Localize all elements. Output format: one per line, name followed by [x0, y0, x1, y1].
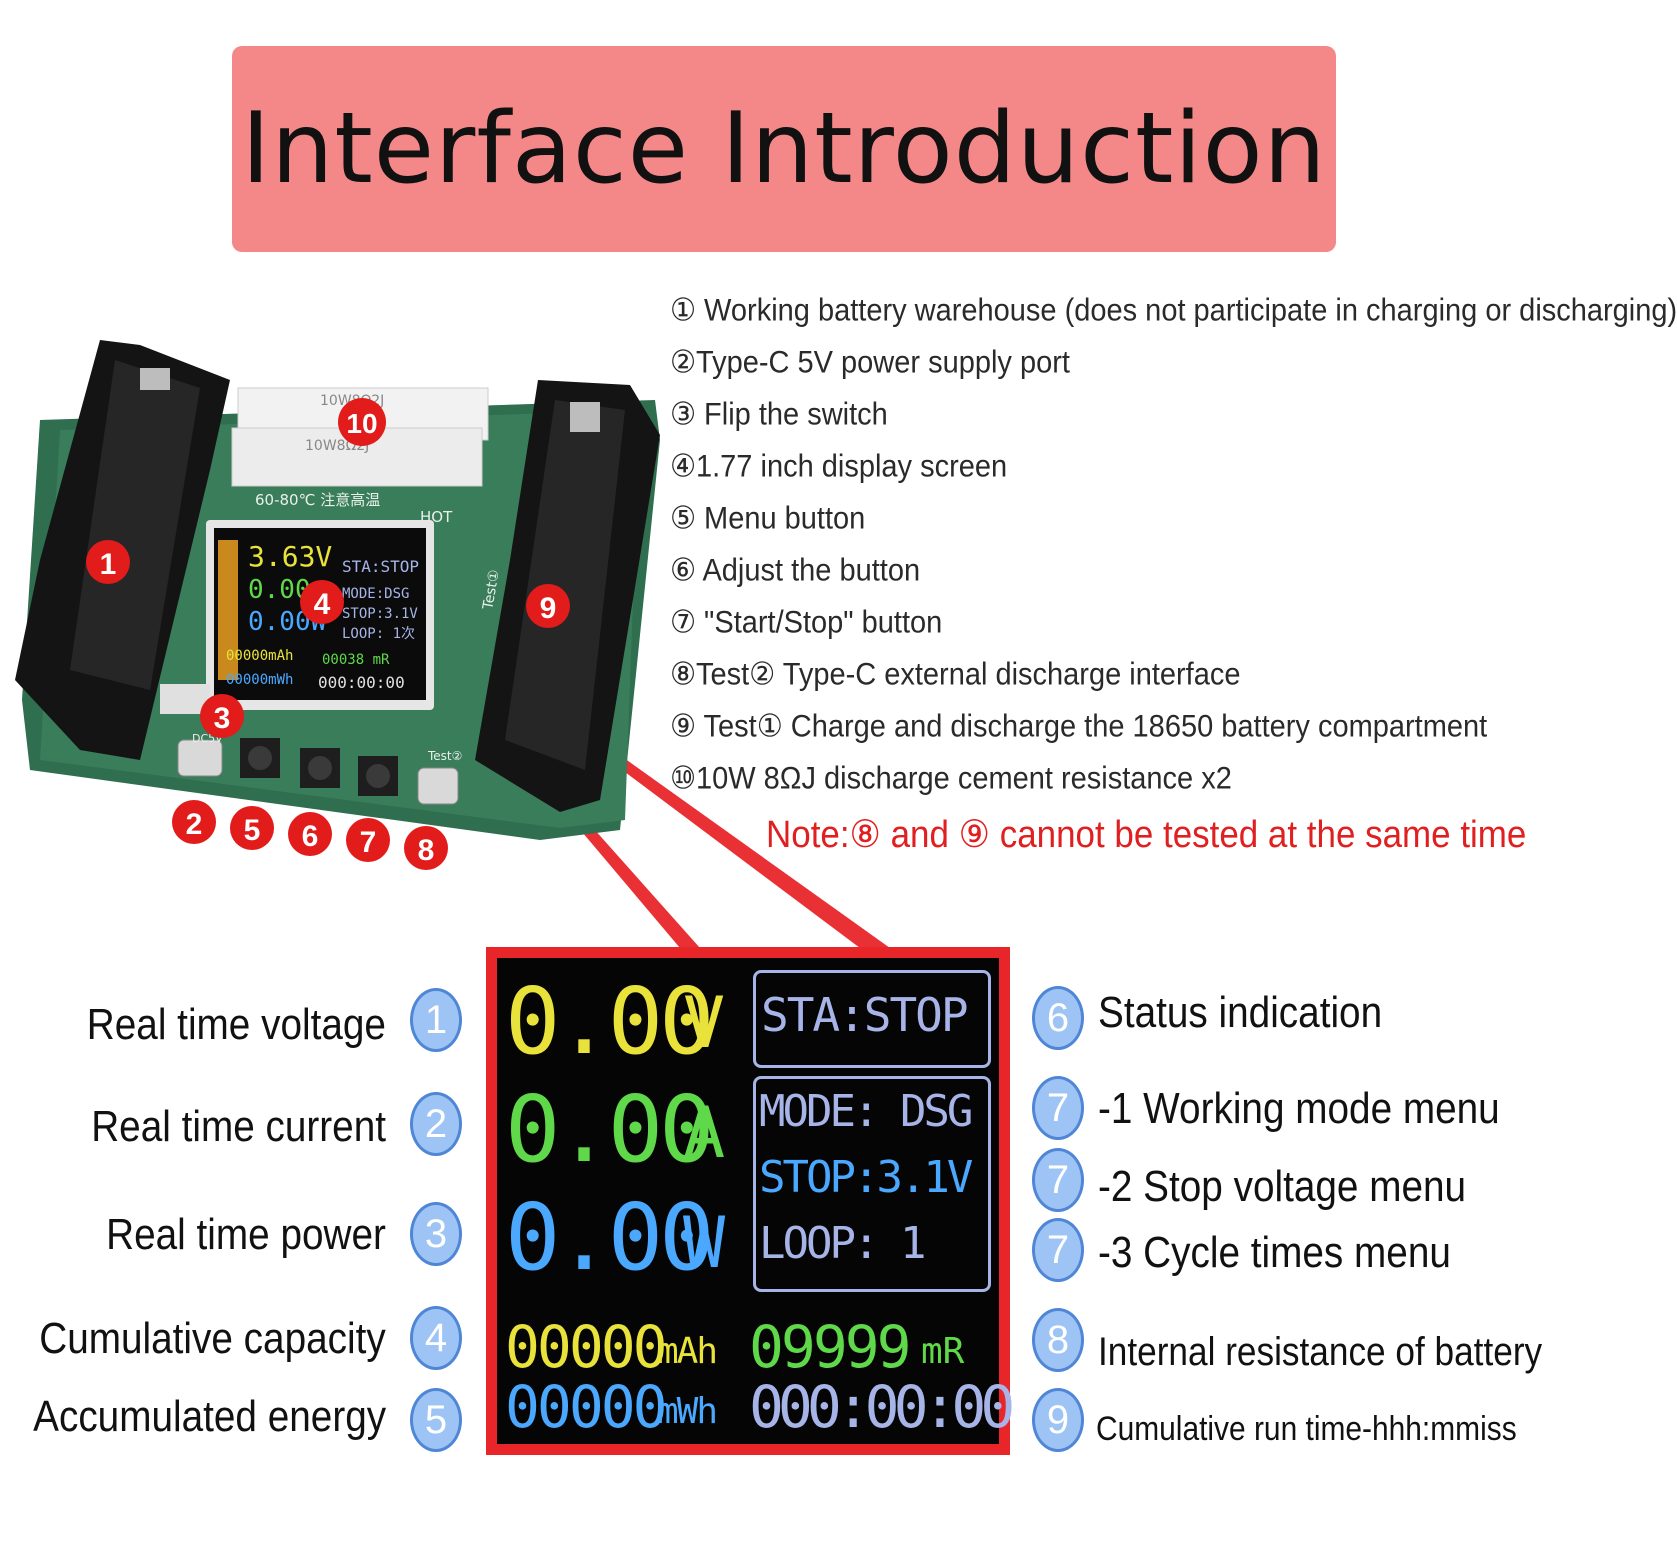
screen-resistance-value: 09999	[749, 1313, 912, 1381]
badge-5: 5	[410, 1388, 462, 1452]
label-working-mode-menu: -1 Working mode menu	[1098, 1084, 1500, 1133]
marker-4: 4	[314, 588, 331, 621]
label-real-time-voltage: Real time voltage	[86, 1000, 386, 1049]
usb-c-power-port	[177, 739, 223, 777]
badge-2: 2	[410, 1092, 462, 1156]
legend-item: ②Type-C 5V power supply port	[670, 345, 1070, 381]
usb-c-discharge-port	[417, 767, 459, 805]
enlarged-screen: 0.00 V 0.00 A 0.00 W STA:STOP MODE: DSG …	[497, 958, 1015, 1444]
small-loop: LOOP: 1次	[342, 626, 415, 642]
marker-2: 2	[186, 808, 203, 841]
legend-item: ⑧Test② Type-C external discharge interfa…	[670, 657, 1241, 693]
label-cumulative-capacity: Cumulative capacity	[39, 1314, 386, 1363]
badge-8: 8	[1032, 1308, 1084, 1372]
legend-item: ③ Flip the switch	[670, 397, 888, 433]
legend-item: ④1.77 inch display screen	[670, 449, 1008, 485]
marker-8: 8	[418, 834, 435, 867]
screen-energy-value: 00000	[505, 1373, 668, 1441]
battery-tester-board: 10W8Ω2J 10W8Ω2J 60-80℃ 注意高温 HOT 3.63V 0.…	[15, 340, 660, 870]
label-cycle-times-menu: -3 Cycle times menu	[1098, 1228, 1451, 1277]
label-real-time-power: Real time power	[106, 1210, 386, 1259]
temp-warning-label: 60-80℃ 注意高温	[255, 491, 380, 509]
legend-item: ① Working battery warehouse (does not pa…	[670, 293, 1677, 329]
small-mode: MODE:DSG	[342, 586, 409, 602]
screen-run-time: 000:00:00	[749, 1373, 1015, 1441]
label-stop-voltage-menu: -2 Stop voltage menu	[1098, 1162, 1467, 1211]
label-real-time-current: Real time current	[91, 1102, 386, 1151]
marker-5: 5	[244, 814, 261, 847]
label-cumulative-run-time: Cumulative run time-hhh:mmiss	[1096, 1410, 1517, 1448]
small-capacity: 00000mAh	[226, 648, 293, 664]
marker-6: 6	[302, 820, 319, 853]
legend-item: ⑦ "Start/Stop" button	[670, 605, 943, 641]
screen-power-value: 0.00	[505, 1184, 715, 1291]
test1-label: Test①	[480, 568, 503, 611]
legend-item: ⑥ Adjust the button	[670, 553, 921, 589]
small-voltage: 3.63V	[248, 540, 332, 573]
screen-energy-unit: mWh	[657, 1391, 718, 1432]
badge-4: 4	[410, 1306, 462, 1370]
badge-7b: 7	[1032, 1148, 1084, 1212]
label-accumulated-energy: Accumulated energy	[33, 1392, 386, 1441]
title-banner: Interface Introduction	[232, 46, 1336, 252]
label-internal-resistance: Internal resistance of battery	[1098, 1330, 1543, 1374]
marker-10: 10	[346, 408, 377, 439]
label-status-indication: Status indication	[1098, 988, 1383, 1037]
small-time: 000:00:00	[318, 673, 405, 692]
page-title: Interface Introduction	[241, 92, 1327, 206]
test-note: Note:⑧ and ⑨ cannot be tested at the sam…	[766, 814, 1527, 856]
legend-item: ⑤ Menu button	[670, 501, 866, 537]
screen-current-value: 0.00	[505, 1076, 715, 1183]
screen-capacity-unit: mAh	[657, 1331, 718, 1372]
screen-voltage-unit: V	[683, 982, 726, 1064]
marker-3: 3	[214, 702, 231, 735]
menu-box	[753, 1076, 991, 1292]
screen-loop: LOOP: 1	[759, 1218, 926, 1269]
screen-current-unit: A	[683, 1092, 726, 1174]
badge-1: 1	[410, 988, 462, 1052]
badge-7c: 7	[1032, 1218, 1084, 1282]
screen-mode: MODE: DSG	[759, 1086, 973, 1137]
badge-9: 9	[1032, 1388, 1084, 1452]
small-resistance: 00038 mR	[322, 652, 390, 668]
marker-9: 9	[540, 592, 557, 625]
legend-item: ⑨ Test① Charge and discharge the 18650 b…	[670, 709, 1488, 745]
test2-label: Test②	[427, 749, 462, 763]
badge-3: 3	[410, 1202, 462, 1266]
screen-voltage-value: 0.00	[505, 968, 715, 1075]
screen-power-unit: W	[683, 1202, 726, 1284]
marker-7: 7	[360, 826, 377, 859]
badge-7a: 7	[1032, 1076, 1084, 1140]
screen-stop-voltage: STOP:3.1V	[759, 1152, 973, 1203]
small-stop: STOP:3.1V	[342, 606, 418, 622]
small-energy: 00000mWh	[226, 672, 293, 688]
component-legend: ① Working battery warehouse (does not pa…	[670, 288, 1677, 808]
legend-item: ⑩10W 8ΩJ discharge cement resistance x2	[670, 761, 1232, 797]
screen-resistance-unit: mR	[921, 1331, 965, 1372]
status-box	[753, 970, 991, 1068]
screen-capacity-value: 00000	[505, 1313, 668, 1381]
marker-1: 1	[100, 548, 117, 581]
small-status: STA:STOP	[342, 557, 419, 576]
screen-status: STA:STOP	[761, 988, 969, 1042]
badge-6: 6	[1032, 986, 1084, 1050]
